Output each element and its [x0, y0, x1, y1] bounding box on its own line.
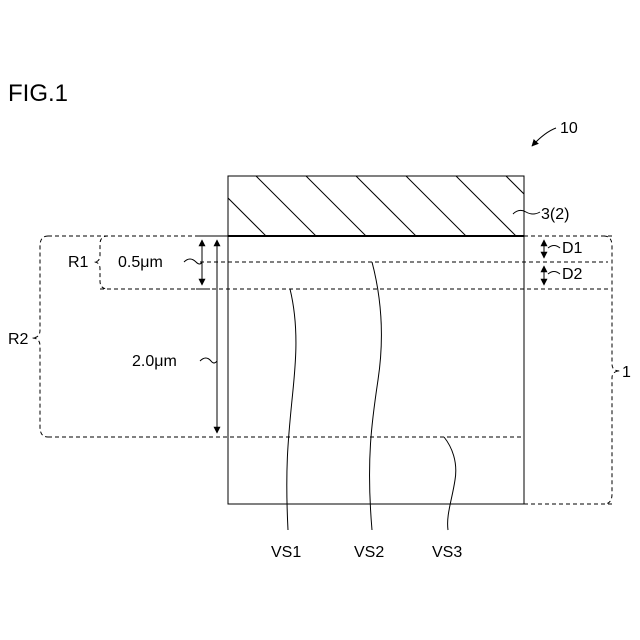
top-layer [228, 176, 524, 236]
d1-leader [548, 246, 560, 249]
r2-label: R2 [8, 331, 29, 348]
depth-20-label: 2.0μm [132, 353, 177, 370]
vs3-leader [444, 437, 456, 530]
r1-bracket [94, 236, 108, 289]
layer-top-leader [513, 210, 540, 214]
layer-top-label: 3(2) [541, 206, 569, 223]
vs2-label: VS2 [354, 544, 384, 561]
r2-bracket [32, 236, 48, 437]
top-layer-hatch [206, 176, 566, 236]
device-ref-arrow [532, 128, 556, 146]
r1-label: R1 [68, 254, 89, 271]
vs2-leader [370, 262, 382, 530]
vs1-label: VS1 [271, 544, 301, 561]
substrate-label: 1 [622, 364, 631, 381]
d1-label: D1 [562, 240, 583, 257]
depth-05-label: 0.5μm [118, 254, 163, 271]
substrate-bracket [604, 236, 620, 504]
d2-label: D2 [562, 266, 583, 283]
vs3-label: VS3 [432, 544, 462, 561]
figure-title: FIG.1 [8, 80, 68, 107]
depth-05-leader [184, 259, 202, 264]
depth-20-leader [200, 358, 217, 363]
device-ref-label: 10 [560, 120, 578, 137]
d2-leader [548, 272, 560, 275]
vs1-leader [287, 289, 296, 530]
substrate-body [228, 236, 524, 504]
